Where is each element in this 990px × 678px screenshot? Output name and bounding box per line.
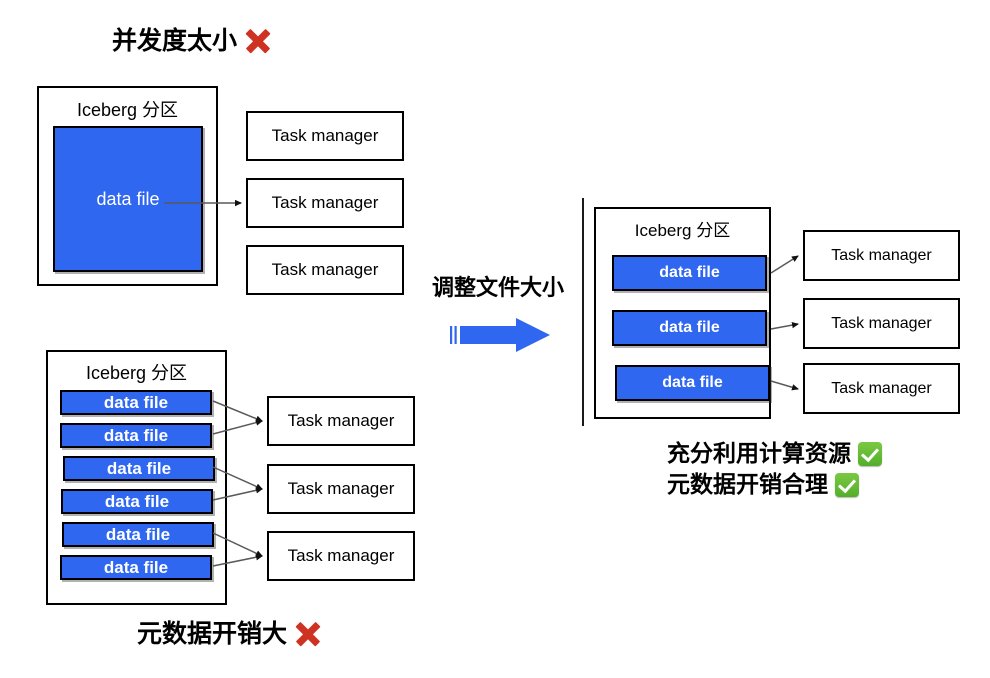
task-manager-box: Task manager xyxy=(803,298,960,349)
data-file-box: data file xyxy=(62,522,214,547)
task-manager-label: Task manager xyxy=(287,546,395,565)
partition-title: Iceberg 分区 xyxy=(634,221,731,240)
data-file-label: data file xyxy=(103,425,169,445)
data-file-label: data file xyxy=(103,392,169,412)
task-manager-box: Task manager xyxy=(803,230,960,281)
connector-line xyxy=(770,380,799,391)
task-manager-label: Task manager xyxy=(287,411,395,430)
data-file-label: data file xyxy=(662,374,723,391)
task-manager-label: Task manager xyxy=(271,126,379,145)
data-file-box: data file xyxy=(53,126,203,272)
task-manager-label: Task manager xyxy=(287,479,395,498)
task-manager-label: Task manager xyxy=(271,193,379,212)
heading-top-left-text: 并发度太小 xyxy=(112,27,238,55)
task-manager-box: Task manager xyxy=(246,178,404,228)
data-file-label: data file xyxy=(105,524,171,544)
task-manager-box: Task manager xyxy=(246,111,404,161)
x-mark-icon xyxy=(295,621,321,647)
check-mark-icon xyxy=(858,441,882,466)
caption-right-2-text: 元数据开销合理 xyxy=(667,471,828,497)
heading-bottom-left-text: 元数据开销大 xyxy=(137,620,288,648)
heading-top-left: 并发度太小 xyxy=(112,27,271,56)
task-manager-box: Task manager xyxy=(267,464,415,514)
task-manager-label: Task manager xyxy=(831,314,932,332)
partition-bottom-left: Iceberg 分区 data file data file data file… xyxy=(46,350,227,605)
data-file-box: data file xyxy=(612,255,767,291)
partition-right: Iceberg 分区 data file data file data file xyxy=(594,207,771,419)
task-manager-label: Task manager xyxy=(831,246,932,264)
data-file-box: data file xyxy=(60,390,212,415)
data-file-label: data file xyxy=(104,491,170,511)
x-mark-icon xyxy=(245,28,271,54)
data-file-box: data file xyxy=(60,555,212,580)
check-mark-icon xyxy=(835,472,859,497)
section-divider xyxy=(582,198,584,426)
caption-right-1: 充分利用计算资源 xyxy=(667,440,882,468)
task-manager-label: Task manager xyxy=(831,379,932,397)
connector-line xyxy=(770,321,799,330)
transition-arrow-icon xyxy=(450,318,550,352)
caption-right-2: 元数据开销合理 xyxy=(667,471,859,499)
data-file-box: data file xyxy=(615,365,770,401)
partition-title: Iceberg 分区 xyxy=(76,100,179,120)
task-manager-box: Task manager xyxy=(246,245,404,295)
data-file-box: data file xyxy=(612,310,767,346)
data-file-label: data file xyxy=(96,188,160,209)
task-manager-label: Task manager xyxy=(271,260,379,279)
data-file-box: data file xyxy=(61,489,213,514)
data-file-label: data file xyxy=(659,264,720,281)
task-manager-box: Task manager xyxy=(267,531,415,581)
connector-line xyxy=(770,255,799,274)
partition-top-left: Iceberg 分区 data file xyxy=(37,86,218,286)
task-manager-box: Task manager xyxy=(267,396,415,446)
heading-bottom-left: 元数据开销大 xyxy=(137,620,321,649)
data-file-label: data file xyxy=(103,557,169,577)
data-file-box: data file xyxy=(63,456,215,481)
data-file-label: data file xyxy=(106,458,172,478)
partition-title: Iceberg 分区 xyxy=(85,363,188,383)
data-file-box: data file xyxy=(60,423,212,448)
caption-right-1-text: 充分利用计算资源 xyxy=(667,440,851,466)
transition-label: 调整文件大小 xyxy=(432,275,565,300)
data-file-label: data file xyxy=(659,319,720,336)
task-manager-box: Task manager xyxy=(803,363,960,414)
